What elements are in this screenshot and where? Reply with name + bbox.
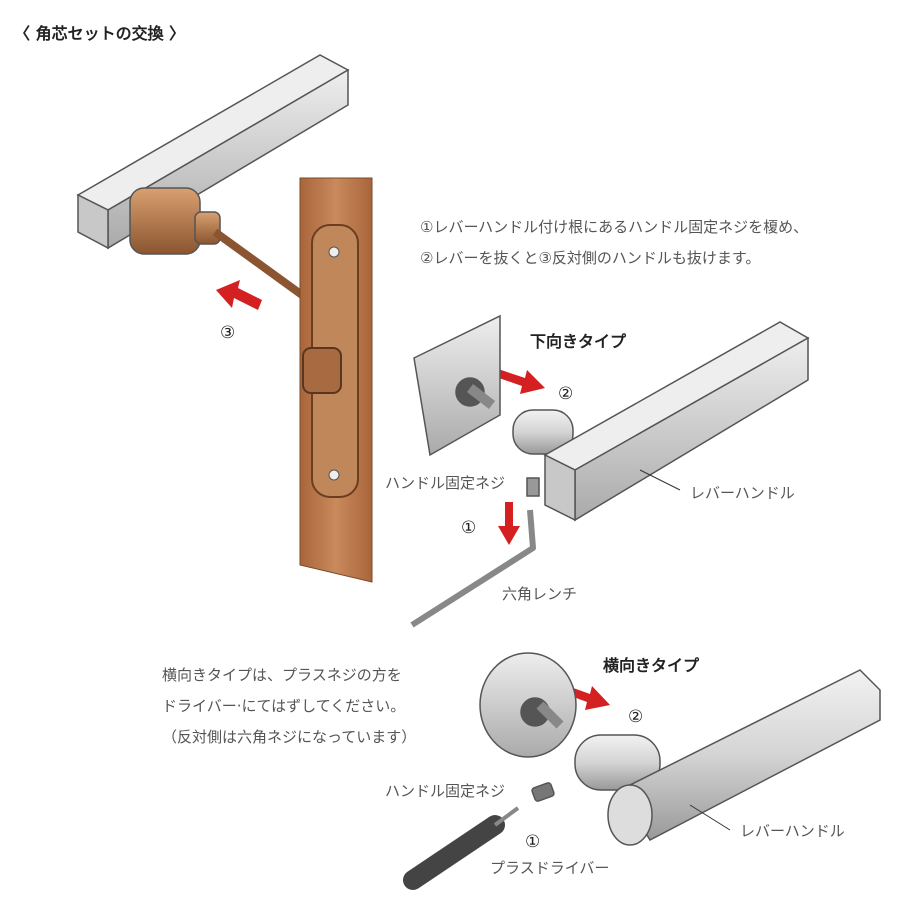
door-edge: [299, 177, 373, 583]
top-lever-handle: [76, 54, 350, 299]
sideways-note-line-3: （反対側は六角ネジになっています）: [162, 728, 417, 746]
step3-label: ③: [220, 323, 236, 343]
downward-lever-label: レバーハンドル: [690, 484, 795, 502]
sideways-heading: 横向きタイプ: [603, 656, 700, 675]
sideways-step2-label: ②: [628, 707, 644, 727]
sideways-note: 横向きタイプは、プラスネジの方を ドライバー·にてはずしてください。 （反対側は…: [162, 660, 416, 753]
hex-wrench-label: 六角レンチ: [502, 585, 578, 603]
sideways-step1-label: ①: [525, 832, 541, 852]
square-rose: [413, 314, 501, 457]
downward-step2-label: ②: [558, 384, 574, 404]
instructions: ①レバーハンドル付け根にあるハンドル固定ネジを榎め、 ②レバーを抜くと③反対側の…: [420, 212, 808, 274]
page-title: 〈 角芯セットの交換 〉: [14, 24, 186, 43]
sideways-lever-label: レバーハンドル: [740, 822, 845, 840]
instruction-line-1: ①レバーハンドル付け根にあるハンドル固定ネジを榎め、: [420, 218, 809, 236]
downward-step1-label: ①: [461, 518, 477, 538]
downward-lever-handle: [410, 321, 810, 628]
downward-screw-label: ハンドル固定ネジ: [385, 474, 506, 492]
sideways-screw-label: ハンドル固定ネジ: [385, 782, 506, 800]
sideways-note-line-1: 横向きタイプは、プラスネジの方を: [162, 666, 402, 684]
downward-heading: 下向きタイプ: [530, 332, 627, 351]
sideways-note-line-2: ドライバー·にてはずしてください。: [162, 697, 406, 715]
instruction-line-2: ②レバーを抜くと③反対側のハンドルも抜けます。: [420, 249, 761, 267]
sideways-lever-handle: [403, 652, 881, 890]
phillips-driver-label: プラスドライバー: [490, 859, 610, 877]
